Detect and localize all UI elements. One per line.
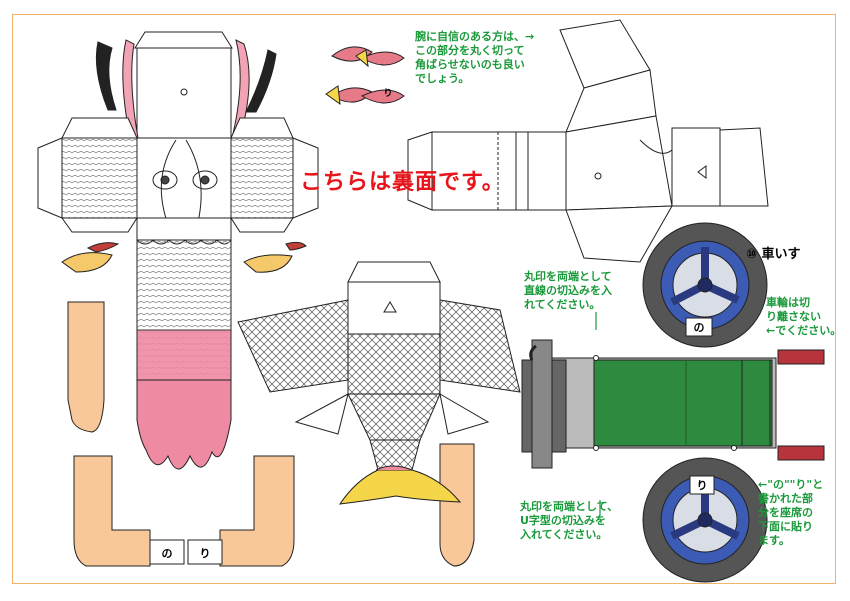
note-line: 分を座席の [758,506,813,519]
sheet-border [12,14,836,584]
note-right-bottom: ←"の""り"と 書かれた部 分を座席の 下面に貼り ます。 [758,478,823,548]
note-line: 腕に自信のある方は、→ [415,30,535,43]
note-line: 下面に貼り [758,520,813,533]
note-line: 車輪は切 [766,296,810,309]
note-line: 書かれた部 [758,492,813,505]
note-line: り離さない [766,310,821,323]
fish-label-ri: り [383,88,392,99]
mermaid-body-net [237,261,521,505]
note-bottom-center: 丸印を両端として、 U字型の切込みを 入れてください。 [520,500,618,542]
guide-arrows [595,312,601,516]
note-line: 丸印を両端として [524,270,612,283]
wheel-label-ri: り [697,479,708,492]
note-center: 丸印を両端として 直線の切込みを入 れてください。 [524,270,612,312]
fish-candy-icons [325,46,405,106]
note-line: ます。 [758,534,790,547]
ear-pieces [61,241,307,273]
note-wheel-detach: 車輪は切 り離さない ←でください。 [766,296,841,338]
note-line: この部分を丸く切って [415,44,525,57]
tab-labels [149,539,223,565]
note-line: U字型の切込みを [520,514,606,527]
tab-label-no: の [162,547,173,560]
note-line: ←でください。 [766,324,842,337]
note-line: 丸印を両端として、 [520,500,619,513]
sheet-title: こちらは裏面です。 [300,170,505,195]
note-line: れてください。 [524,298,601,311]
note-line: 入れてください。 [520,528,608,541]
note-line: ←"の""り"と [758,478,824,491]
note-line: 直線の切込みを入 [524,284,612,297]
wheel-label-no: の [694,321,705,334]
arm-pieces [67,301,475,567]
wheelchair-net [521,222,825,583]
dress-net [407,19,769,263]
head-box-net [37,31,319,470]
note-line: でしょう。 [415,72,470,85]
tab-label-ri: り [200,547,211,560]
wheelchair-title: ⑩ 車いす [746,247,801,262]
note-line: 角ばらせないのも良い [415,58,525,71]
note-top-right: 腕に自信のある方は、→ この部分を丸く切って 角ばらせないのも良い でしょう。 [415,30,534,86]
